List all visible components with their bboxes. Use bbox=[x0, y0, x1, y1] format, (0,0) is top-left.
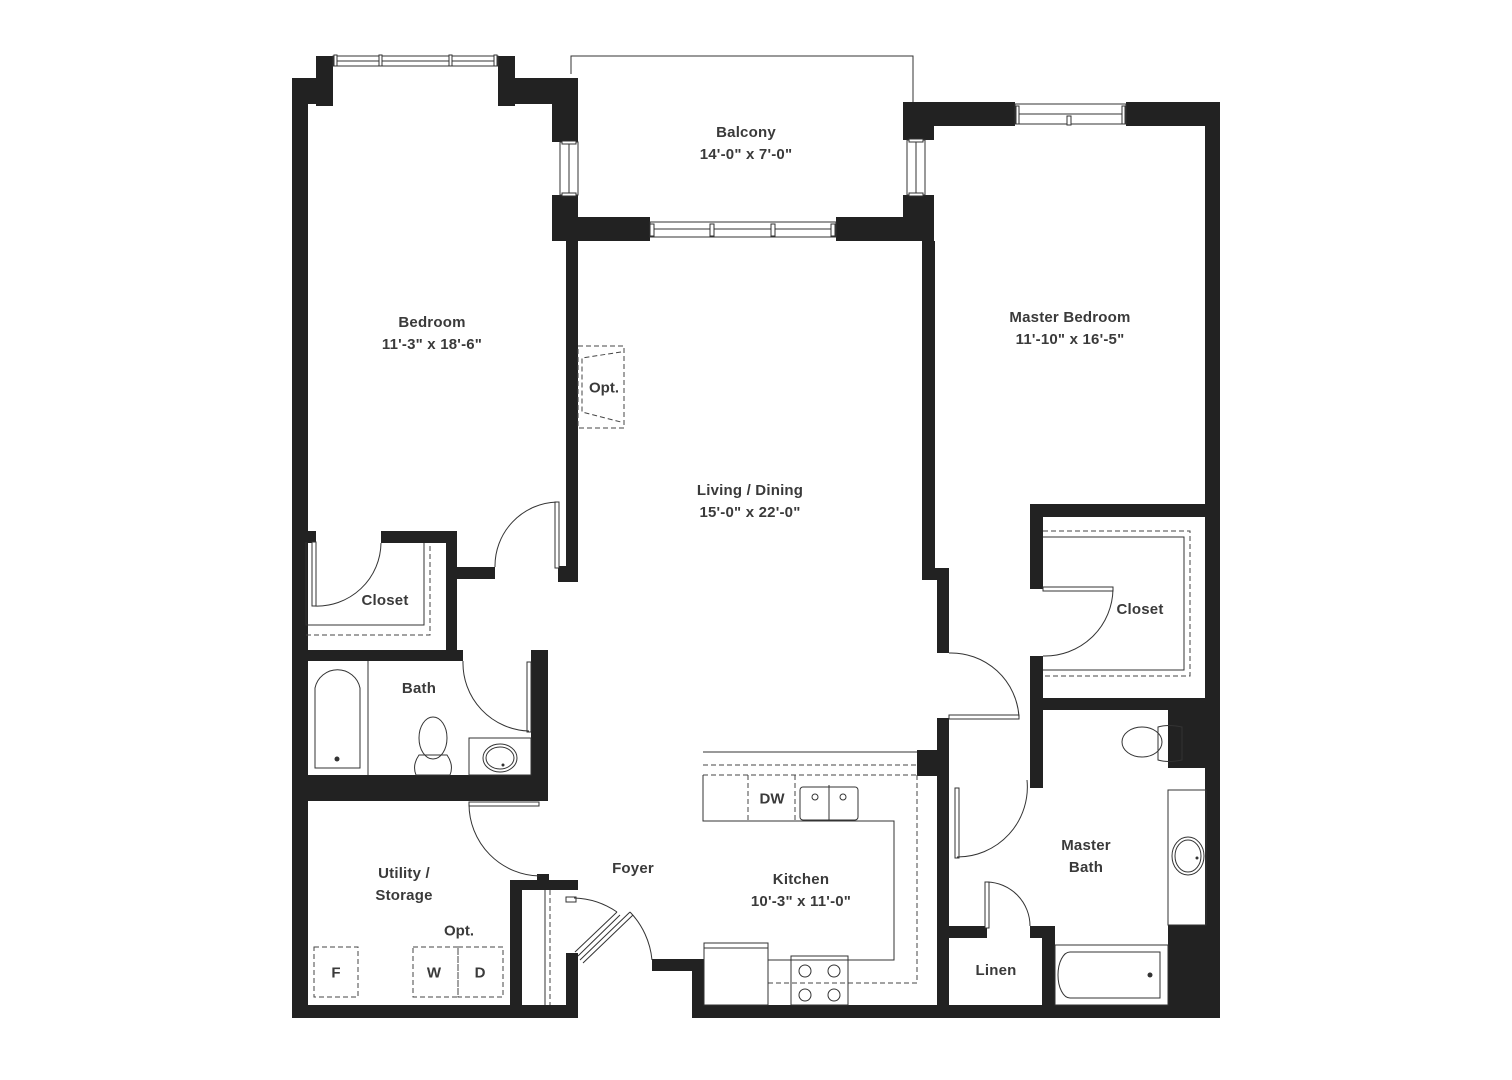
room-label-living-dining: Living / Dining 15'-0" x 22'-0" bbox=[697, 480, 803, 524]
dryer-label: D bbox=[474, 964, 486, 982]
room-label-foyer: Foyer bbox=[612, 858, 654, 880]
dishwasher-label: DW bbox=[759, 790, 785, 808]
windows bbox=[332, 54, 1127, 238]
master-bath-fixtures bbox=[1054, 725, 1207, 1006]
balcony-dims: 14'-0" x 7'-0" bbox=[699, 146, 793, 163]
room-label-utility-storage: Utility / Storage bbox=[375, 863, 432, 907]
closet-shelving bbox=[305, 530, 1191, 677]
doors bbox=[311, 501, 1114, 1005]
closet-left-name: Closet bbox=[361, 592, 409, 609]
master-bedroom-name: Master Bedroom bbox=[1009, 309, 1131, 326]
room-label-balcony: Balcony 14'-0" x 7'-0" bbox=[700, 122, 793, 166]
utility-name-line1: Utility / bbox=[378, 865, 430, 882]
kitchen-name: Kitchen bbox=[772, 871, 830, 888]
room-label-master-bedroom: Master Bedroom 11'-10" x 16'-5" bbox=[1009, 307, 1130, 351]
foyer-name: Foyer bbox=[612, 860, 654, 877]
room-label-closet-right: Closet bbox=[1116, 599, 1163, 621]
room-label-bath: Bath bbox=[402, 678, 436, 700]
bath-name: Bath bbox=[401, 680, 437, 697]
kitchen-fixtures bbox=[702, 751, 918, 1006]
master-bath-line1: Master bbox=[1061, 837, 1111, 854]
living-dining-dims: 15'-0" x 22'-0" bbox=[699, 504, 801, 521]
room-label-linen: Linen bbox=[976, 960, 1017, 982]
bath-fixtures bbox=[314, 661, 532, 776]
fireplace-opt-label: Opt. bbox=[589, 379, 619, 397]
freezer-label: F bbox=[331, 964, 341, 982]
room-label-bedroom: Bedroom 11'-3" x 18'-6" bbox=[382, 312, 482, 356]
master-bath-line2: Bath bbox=[1068, 859, 1104, 876]
balcony-outline bbox=[570, 55, 914, 102]
closet-right-name: Closet bbox=[1116, 601, 1164, 618]
room-label-kitchen: Kitchen 10'-3" x 11'-0" bbox=[751, 869, 851, 913]
kitchen-dims: 10'-3" x 11'-0" bbox=[750, 893, 852, 910]
linen-name: Linen bbox=[975, 962, 1017, 979]
utility-name-line2: Storage bbox=[375, 887, 433, 904]
balcony-name: Balcony bbox=[716, 124, 776, 141]
washer-label: W bbox=[426, 964, 442, 982]
room-label-master-bath: Master Bath bbox=[1061, 835, 1111, 879]
laundry-opt-label: Opt. bbox=[444, 922, 474, 940]
living-dining-name: Living / Dining bbox=[696, 482, 804, 499]
laundry-fixtures bbox=[313, 946, 504, 998]
master-bedroom-dims: 11'-10" x 16'-5" bbox=[1015, 331, 1125, 348]
bedroom-name: Bedroom bbox=[398, 314, 466, 331]
room-label-closet-left: Closet bbox=[361, 590, 408, 612]
bedroom-dims: 11'-3" x 18'-6" bbox=[381, 336, 483, 353]
walls bbox=[292, 56, 1220, 1018]
fireplace-option bbox=[577, 345, 625, 429]
